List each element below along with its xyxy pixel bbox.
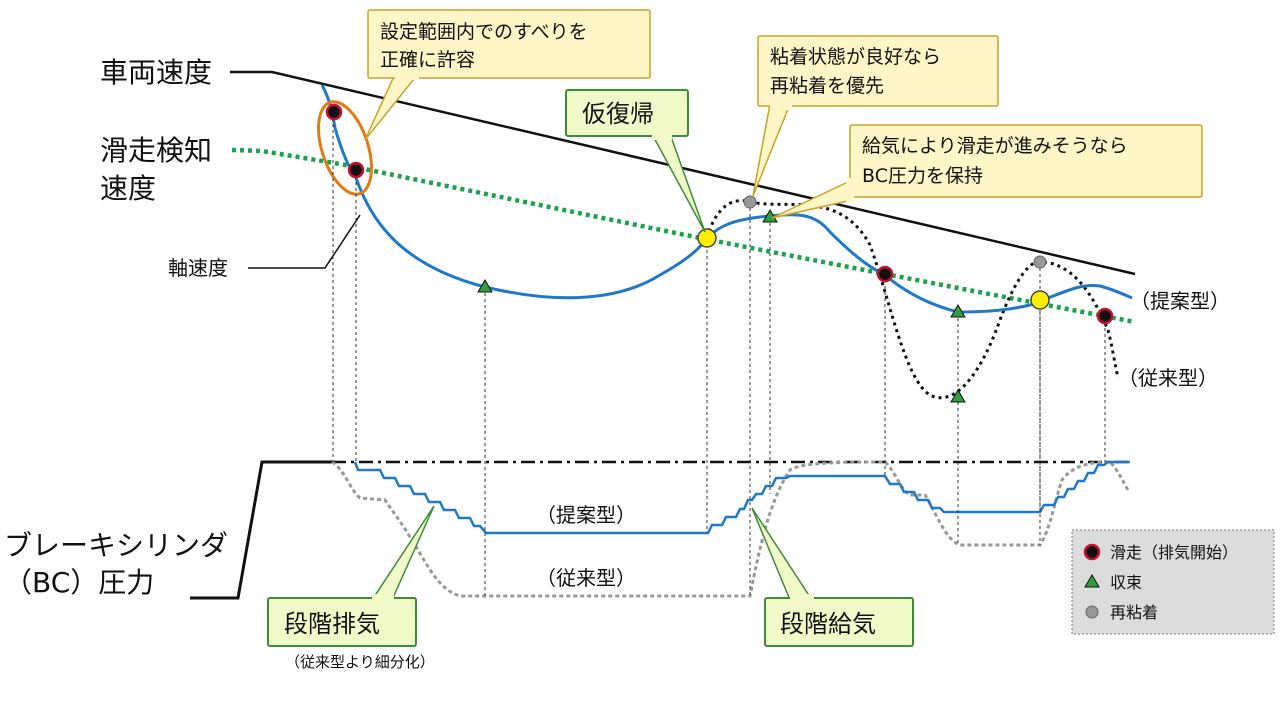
axle-speed-leader [248, 214, 361, 269]
legend-converge-label: 収束 [1110, 573, 1142, 592]
converge-marker [762, 209, 778, 223]
guide-lines [332, 112, 1106, 596]
readhesion-markers [743, 195, 1047, 269]
hold-bc-callout: 給気により滑走が進みそうなら BC圧力を保持 [771, 124, 1203, 219]
slip-marker [325, 103, 343, 121]
slip-marker [1096, 307, 1114, 325]
axle-speed-label: 軸速度 [168, 256, 228, 280]
proposed-lower-label: （提案型） [536, 503, 636, 527]
svg-text:（従来型より細分化）: （従来型より細分化） [285, 653, 435, 671]
step-supply-callout: 段階給気 [751, 507, 914, 647]
slip-detect-label-2: 速度 [100, 172, 156, 205]
temp-return-callout: 仮復帰 [565, 89, 706, 233]
svg-text:正確に許容: 正確に許容 [380, 49, 475, 71]
slip-detect-label-1: 滑走検知 [100, 134, 212, 167]
slip-allow-ellipse [317, 100, 373, 196]
svg-text:設定範囲内でのすべりを: 設定範囲内でのすべりを [380, 21, 588, 43]
conventional-axle-speed-line [705, 199, 1120, 400]
readhesion-marker [1033, 255, 1047, 269]
slip-marker [347, 161, 365, 179]
readhesion-marker [743, 195, 757, 209]
vehicle-speed-label: 車両速度 [100, 56, 212, 89]
bc-base-line [190, 460, 332, 600]
slip-markers [325, 103, 1114, 325]
legend-slip-marker [1083, 543, 1101, 561]
svg-text:粘着状態が良好なら: 粘着状態が良好なら [770, 46, 941, 68]
svg-text:再粘着を優先: 再粘着を優先 [770, 75, 884, 97]
legend: 滑走（排気開始） 収束 再粘着 [1071, 529, 1275, 635]
legend-converge-marker [1084, 574, 1100, 588]
slip-allow-callout: 設定範囲内でのすべりを 正確に許容 [364, 9, 651, 141]
converge-marker [477, 279, 493, 293]
legend-slip-label: 滑走（排気開始） [1110, 543, 1238, 562]
step-exhaust-callout: 段階排気 （従来型より細分化） [267, 505, 435, 671]
proposed-bc-line [353, 460, 1130, 535]
conventional-lower-label: （従来型） [536, 566, 636, 590]
temp-return-markers [697, 228, 1050, 310]
svg-text:BC圧力を保持: BC圧力を保持 [862, 165, 983, 187]
temp-return-marker [697, 228, 717, 248]
converge-marker [950, 389, 966, 403]
legend-readhesion-label: 再粘着 [1110, 603, 1158, 622]
temp-return-marker [1030, 290, 1050, 310]
svg-text:段階給気: 段階給気 [780, 610, 876, 638]
slip-detect-speed-line [231, 147, 1136, 325]
svg-text:給気により滑走が進みそうなら: 給気により滑走が進みそうなら [862, 135, 1128, 157]
readhesion-callout: 粘着状態が良好なら 再粘着を優先 [752, 35, 999, 197]
bc-label-1: ブレーキシリンダ [4, 529, 228, 562]
converge-markers [477, 209, 966, 403]
vehicle-speed-line [230, 70, 1136, 276]
proposed-axle-speed-line [320, 84, 1133, 314]
slip-marker [876, 265, 894, 283]
svg-text:段階排気: 段階排気 [284, 610, 380, 638]
bc-label-2: （BC）圧力 [4, 566, 154, 599]
proposed-upper-label: （提案型） [1130, 289, 1230, 313]
conventional-upper-label: （従来型） [1118, 366, 1218, 390]
svg-text:仮復帰: 仮復帰 [582, 100, 654, 128]
converge-marker [950, 304, 966, 318]
conventional-bc-line [331, 460, 1130, 598]
legend-readhesion-marker [1085, 605, 1099, 619]
